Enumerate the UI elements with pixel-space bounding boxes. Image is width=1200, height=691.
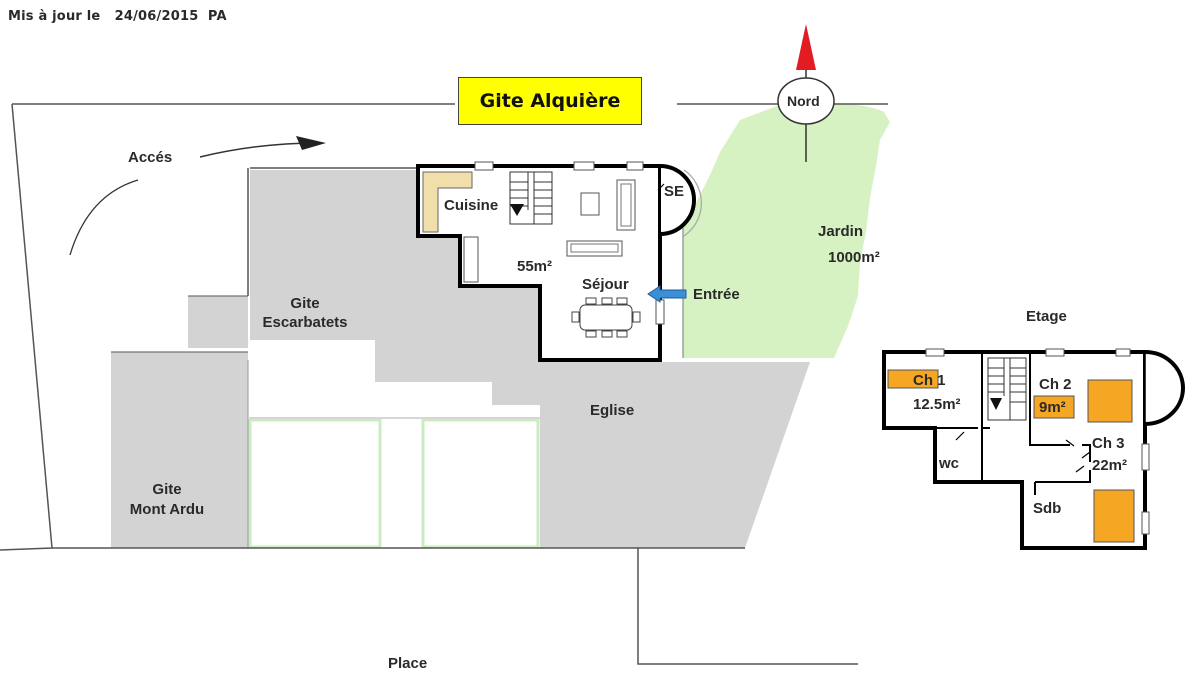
entree-arrow [647, 285, 687, 303]
bed-ch3-top [1087, 379, 1133, 423]
window-2 [573, 161, 595, 171]
kitchen-counter [422, 171, 473, 233]
gite-mont-ardu-label: Gite Mont Ardu [119, 482, 215, 517]
eglise-block [540, 362, 810, 548]
se-label: SE [664, 183, 685, 200]
courtyard-right [421, 418, 540, 549]
upper-internal-walls [935, 352, 1091, 548]
escarbatets-annex [188, 296, 248, 348]
acces-label: Accés [128, 149, 173, 166]
sofa-right-inner [620, 183, 632, 227]
sofa-bottom-inner [570, 243, 619, 253]
upper-window-2 [1045, 348, 1065, 357]
window-3 [626, 161, 644, 171]
ground-area-label: 55m² [517, 258, 553, 275]
sofa-bottom [566, 240, 623, 257]
gite-escarbatets-block [250, 170, 540, 360]
entrance-steps-arc [683, 169, 702, 237]
gite-mont-ardu-line2: Mont Ardu [129, 501, 205, 518]
update-note: Mis à jour le 24/06/2015 PA [8, 10, 227, 23]
bed-ch3-bottom [1093, 489, 1135, 543]
ch2-area: 9m² [1039, 399, 1066, 416]
ch1-area: 12.5m² [913, 396, 961, 413]
sejour-table [580, 192, 600, 216]
site-boundary-left-side [0, 103, 53, 551]
update-author: PA [207, 9, 227, 24]
eglise-label: Eglise [590, 402, 635, 419]
upper-window-3 [1115, 348, 1131, 357]
ch1-name: Ch 1 [913, 372, 946, 389]
upper-door-marks [955, 431, 1091, 473]
window-1 [474, 161, 494, 171]
place-boundary [637, 548, 858, 665]
compass-label: Nord [787, 93, 820, 109]
ch3-area: 22m² [1092, 457, 1128, 474]
upper-window-4 [1141, 443, 1150, 471]
upper-round-room [1144, 350, 1185, 426]
acces-curve [69, 179, 139, 256]
gite-escarbatets-line1: Gite [290, 295, 320, 312]
page-title: Gite Alquière [479, 90, 621, 112]
sofa-right [616, 179, 636, 231]
entree-label: Entrée [693, 286, 740, 303]
window-4 [655, 299, 665, 325]
ground-floor-round-room [659, 164, 696, 236]
etage-title: Etage [1026, 308, 1067, 325]
update-prefix: Mis à jour le [8, 9, 101, 24]
sejour-label: Séjour [582, 276, 629, 293]
sofa-left [463, 236, 479, 283]
jardin-area [683, 104, 890, 358]
gite-escarbatets-line2: Escarbatets [262, 314, 348, 331]
stairs-down-arrow [510, 204, 524, 216]
ch2-name: Ch 2 [1039, 376, 1072, 393]
jardin-area-label: 1000m² [828, 249, 880, 266]
bed-ch1 [887, 369, 939, 389]
upper-stairs-arrow [990, 398, 1002, 410]
se-door [657, 183, 665, 191]
compass-needle [796, 24, 816, 70]
dining-table [571, 297, 641, 338]
cuisine-label: Cuisine [444, 197, 499, 214]
jardin-label: Jardin [818, 223, 864, 240]
wc-label: wc [939, 455, 960, 472]
gite-mont-ardu-block [111, 352, 248, 548]
update-date: 24/06/2015 [114, 9, 199, 24]
upper-window-5 [1141, 511, 1150, 535]
gite-mont-ardu-line1: Gite [152, 481, 182, 498]
courtyard-left [248, 418, 382, 549]
ch3-name: Ch 3 [1092, 435, 1125, 452]
upper-stairs [987, 357, 1027, 421]
sdb-label: Sdb [1033, 500, 1062, 517]
escarbatets-lower-block [375, 340, 540, 405]
gite-escarbatets-label: Gite Escarbatets [257, 296, 353, 330]
bed-ch2 [1033, 395, 1075, 419]
upper-window-1 [925, 348, 945, 357]
acces-arrow-head [296, 136, 326, 150]
ground-stairs [509, 171, 553, 225]
title-banner: Gite Alquière [458, 77, 642, 125]
place-label: Place [388, 655, 428, 672]
